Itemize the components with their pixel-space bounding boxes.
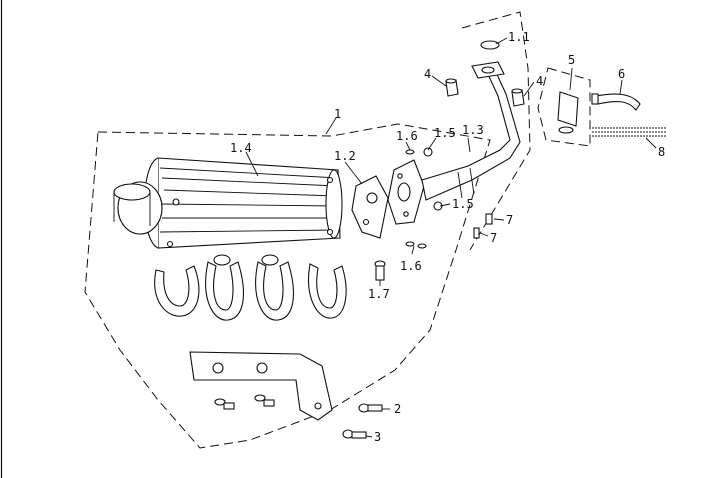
group-1-outline	[84, 123, 491, 449]
bolt-1-7	[374, 260, 386, 281]
clamp-1	[154, 265, 200, 317]
callout-6: 6	[618, 67, 625, 81]
callout-1-5-upper: 1.5	[434, 126, 456, 140]
callout-1-6-lower: 1.6	[400, 259, 422, 273]
callout-1-3: 1.3	[462, 123, 484, 137]
group-5-outline	[537, 67, 591, 147]
muffler-mount-bracket	[189, 351, 333, 421]
callout-8: 8	[658, 145, 665, 159]
callout-4-right: 4	[536, 74, 543, 88]
bolt-7-upper	[485, 213, 493, 225]
washer-upper	[405, 149, 415, 155]
header-pipe	[387, 61, 521, 225]
callout-1: 1	[334, 107, 341, 121]
hose-6	[591, 93, 641, 111]
muffler-body	[113, 157, 343, 249]
callout-1-1: 1.1	[508, 30, 530, 44]
callout-7-upper: 7	[506, 213, 513, 227]
wire-8	[592, 127, 666, 137]
callout-7-lower: 7	[490, 231, 497, 245]
bolt-3	[342, 429, 367, 439]
bracket-bolt-left	[214, 398, 235, 410]
callout-1-2: 1.2	[334, 149, 356, 163]
leader-lines	[245, 37, 657, 438]
nut-right	[511, 88, 525, 107]
clamp-4	[308, 263, 347, 319]
bolt-2	[358, 403, 383, 413]
callout-1-7: 1.7	[368, 287, 390, 301]
bolt-7-lower	[473, 227, 480, 239]
bracket-bolt-right	[254, 394, 275, 407]
callout-3: 3	[374, 430, 381, 444]
washer-lower-1	[405, 241, 415, 247]
nut-left	[445, 78, 459, 97]
flange-nut-upper	[423, 147, 433, 157]
callout-1-6-upper: 1.6	[396, 129, 418, 143]
callout-1-5-lower: 1.5	[452, 197, 474, 211]
clamp-3	[255, 254, 294, 321]
group-1-3-outline	[461, 11, 531, 251]
exhaust-gasket-ring	[480, 40, 500, 50]
callout-1-4: 1.4	[230, 141, 252, 155]
bracket-5	[557, 91, 579, 134]
callout-2: 2	[394, 402, 401, 416]
gasket-plate	[351, 175, 389, 239]
callout-5: 5	[568, 53, 575, 67]
washer-lower-2	[417, 243, 427, 249]
callout-4-left: 4	[424, 67, 431, 81]
clamp-2	[205, 254, 244, 321]
